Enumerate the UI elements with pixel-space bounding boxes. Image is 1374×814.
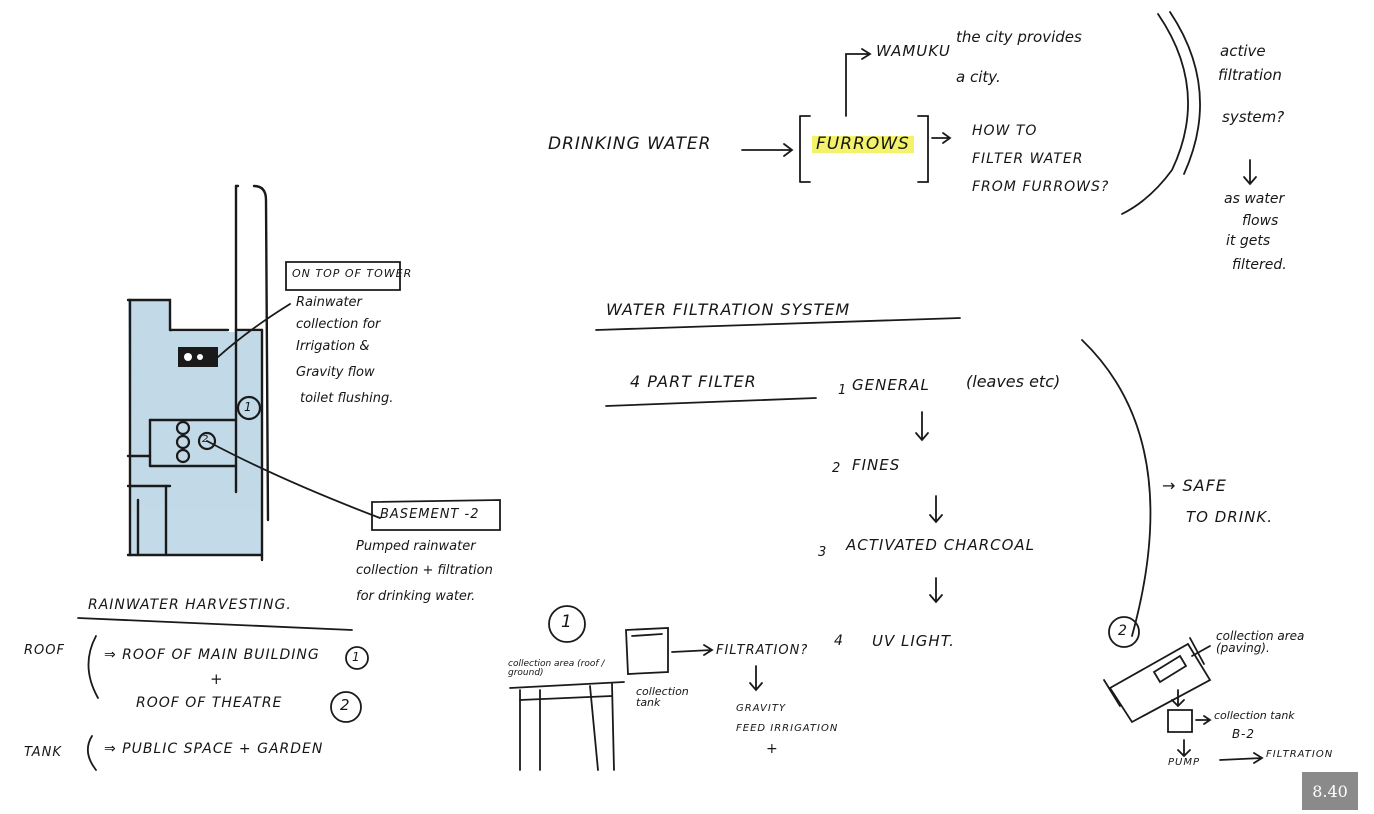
question-line-2: FILTER WATER <box>972 151 1084 167</box>
detail-1-mark: 1 <box>561 612 572 632</box>
harvesting-left-roof: ROOF <box>24 643 65 658</box>
drinking-lines <box>741 11 1257 215</box>
step-1-label: GENERAL <box>852 376 930 394</box>
to-drink-label: TO DRINK. <box>1186 508 1273 526</box>
top-note-1: Rainwater <box>296 295 362 310</box>
step-4-number: 4 <box>834 633 843 649</box>
side-note-2: filtration <box>1218 66 1282 84</box>
section-marker-2: 2 <box>202 434 209 445</box>
question-line-3: FROM FURROWS? <box>972 179 1110 195</box>
detail-2-filtration: FILTRATION <box>1266 749 1334 760</box>
top-note-5: toilet flushing. <box>300 391 394 406</box>
step-2-label: FINES <box>852 456 901 474</box>
step-3-label: ACTIVATED CHARCOAL <box>846 536 1036 554</box>
harvesting-item-2-mark: 2 <box>340 696 350 714</box>
detail-2-lines <box>1103 616 1264 764</box>
filtration-title: WATER FILTRATION SYSTEM <box>606 300 851 319</box>
detail-2-mark: 2 <box>1118 623 1127 639</box>
detail-1-irrigation: FEED IRRIGATION <box>736 723 839 734</box>
detail-1-lines <box>509 605 763 771</box>
filtration-lines <box>595 317 1152 637</box>
roof-tank-icon <box>178 347 218 367</box>
detail-1-gravity: GRAVITY <box>736 703 787 714</box>
detail-2-level: B-2 <box>1232 727 1255 741</box>
step-3-number: 3 <box>818 545 827 560</box>
harvesting-left-tank: TANK <box>24 745 62 760</box>
furrows-box-label: FURROWS <box>812 136 914 153</box>
section-outline <box>126 184 270 562</box>
harvesting-lines <box>77 617 369 771</box>
section-marker-1: 1 <box>244 400 252 414</box>
side-note-5: flows <box>1242 213 1279 229</box>
detail-1-plus: + <box>766 741 778 757</box>
harvesting-plus: + <box>210 670 223 688</box>
harvesting-item-2: ROOF OF THEATRE <box>136 695 283 711</box>
side-note-7: filtered. <box>1232 257 1287 273</box>
on-top-of-tower-label: ON TOP OF TOWER <box>292 267 413 280</box>
detail-1-tank: collection tank <box>636 685 689 709</box>
four-part-filter-label: 4 PART FILTER <box>630 372 757 391</box>
basement-note-3: for drinking water. <box>356 589 476 604</box>
step-2-number: 2 <box>832 461 841 476</box>
detail-2-pump: PUMP <box>1168 757 1201 768</box>
safe-label: → SAFE <box>1162 476 1227 495</box>
question-line-1: HOW TO <box>972 123 1038 139</box>
detail-2-tank: collection tank <box>1214 709 1295 722</box>
side-note-6: it gets <box>1226 233 1271 249</box>
basement-note-1: Pumped rainwater <box>356 539 476 554</box>
top-note-3: Irrigation & <box>296 339 370 354</box>
harvesting-item-1: ⇒ ROOF OF MAIN BUILDING <box>104 647 320 663</box>
side-note-1: active <box>1220 42 1266 60</box>
a-city-note: a city. <box>956 68 1001 86</box>
detail-2-area: collection area (paving). <box>1216 629 1305 655</box>
harvesting-item-3: ⇒ PUBLIC SPACE + GARDEN <box>104 741 324 757</box>
city-provides-note: the city provides <box>956 28 1082 46</box>
wamuku-label: WAMUKU <box>876 42 951 60</box>
step-1-detail: (leaves etc) <box>966 372 1061 391</box>
side-note-4: as water <box>1224 191 1285 207</box>
basement-label: BASEMENT -2 <box>380 507 480 522</box>
step-1-number: 1 <box>838 383 847 398</box>
detail-1-filtration: FILTRATION? <box>716 643 809 658</box>
top-note-4: Gravity flow <box>296 365 375 380</box>
harvesting-title: RAINWATER HARVESTING. <box>88 597 292 613</box>
side-note-3: system? <box>1222 108 1285 126</box>
leader-lines <box>206 261 501 531</box>
harvesting-item-1-mark: 1 <box>352 650 360 664</box>
top-note-2: collection for <box>296 317 381 332</box>
page-number-badge: 8.40 <box>1302 772 1358 810</box>
basement-tanks-icon <box>175 395 262 464</box>
basement-note-2: collection + filtration <box>356 563 493 578</box>
detail-1-area: collection area (roof / ground) <box>508 659 605 678</box>
step-4-label: UV LIGHT. <box>872 632 955 650</box>
drinking-water-label: DRINKING WATER <box>548 134 712 154</box>
